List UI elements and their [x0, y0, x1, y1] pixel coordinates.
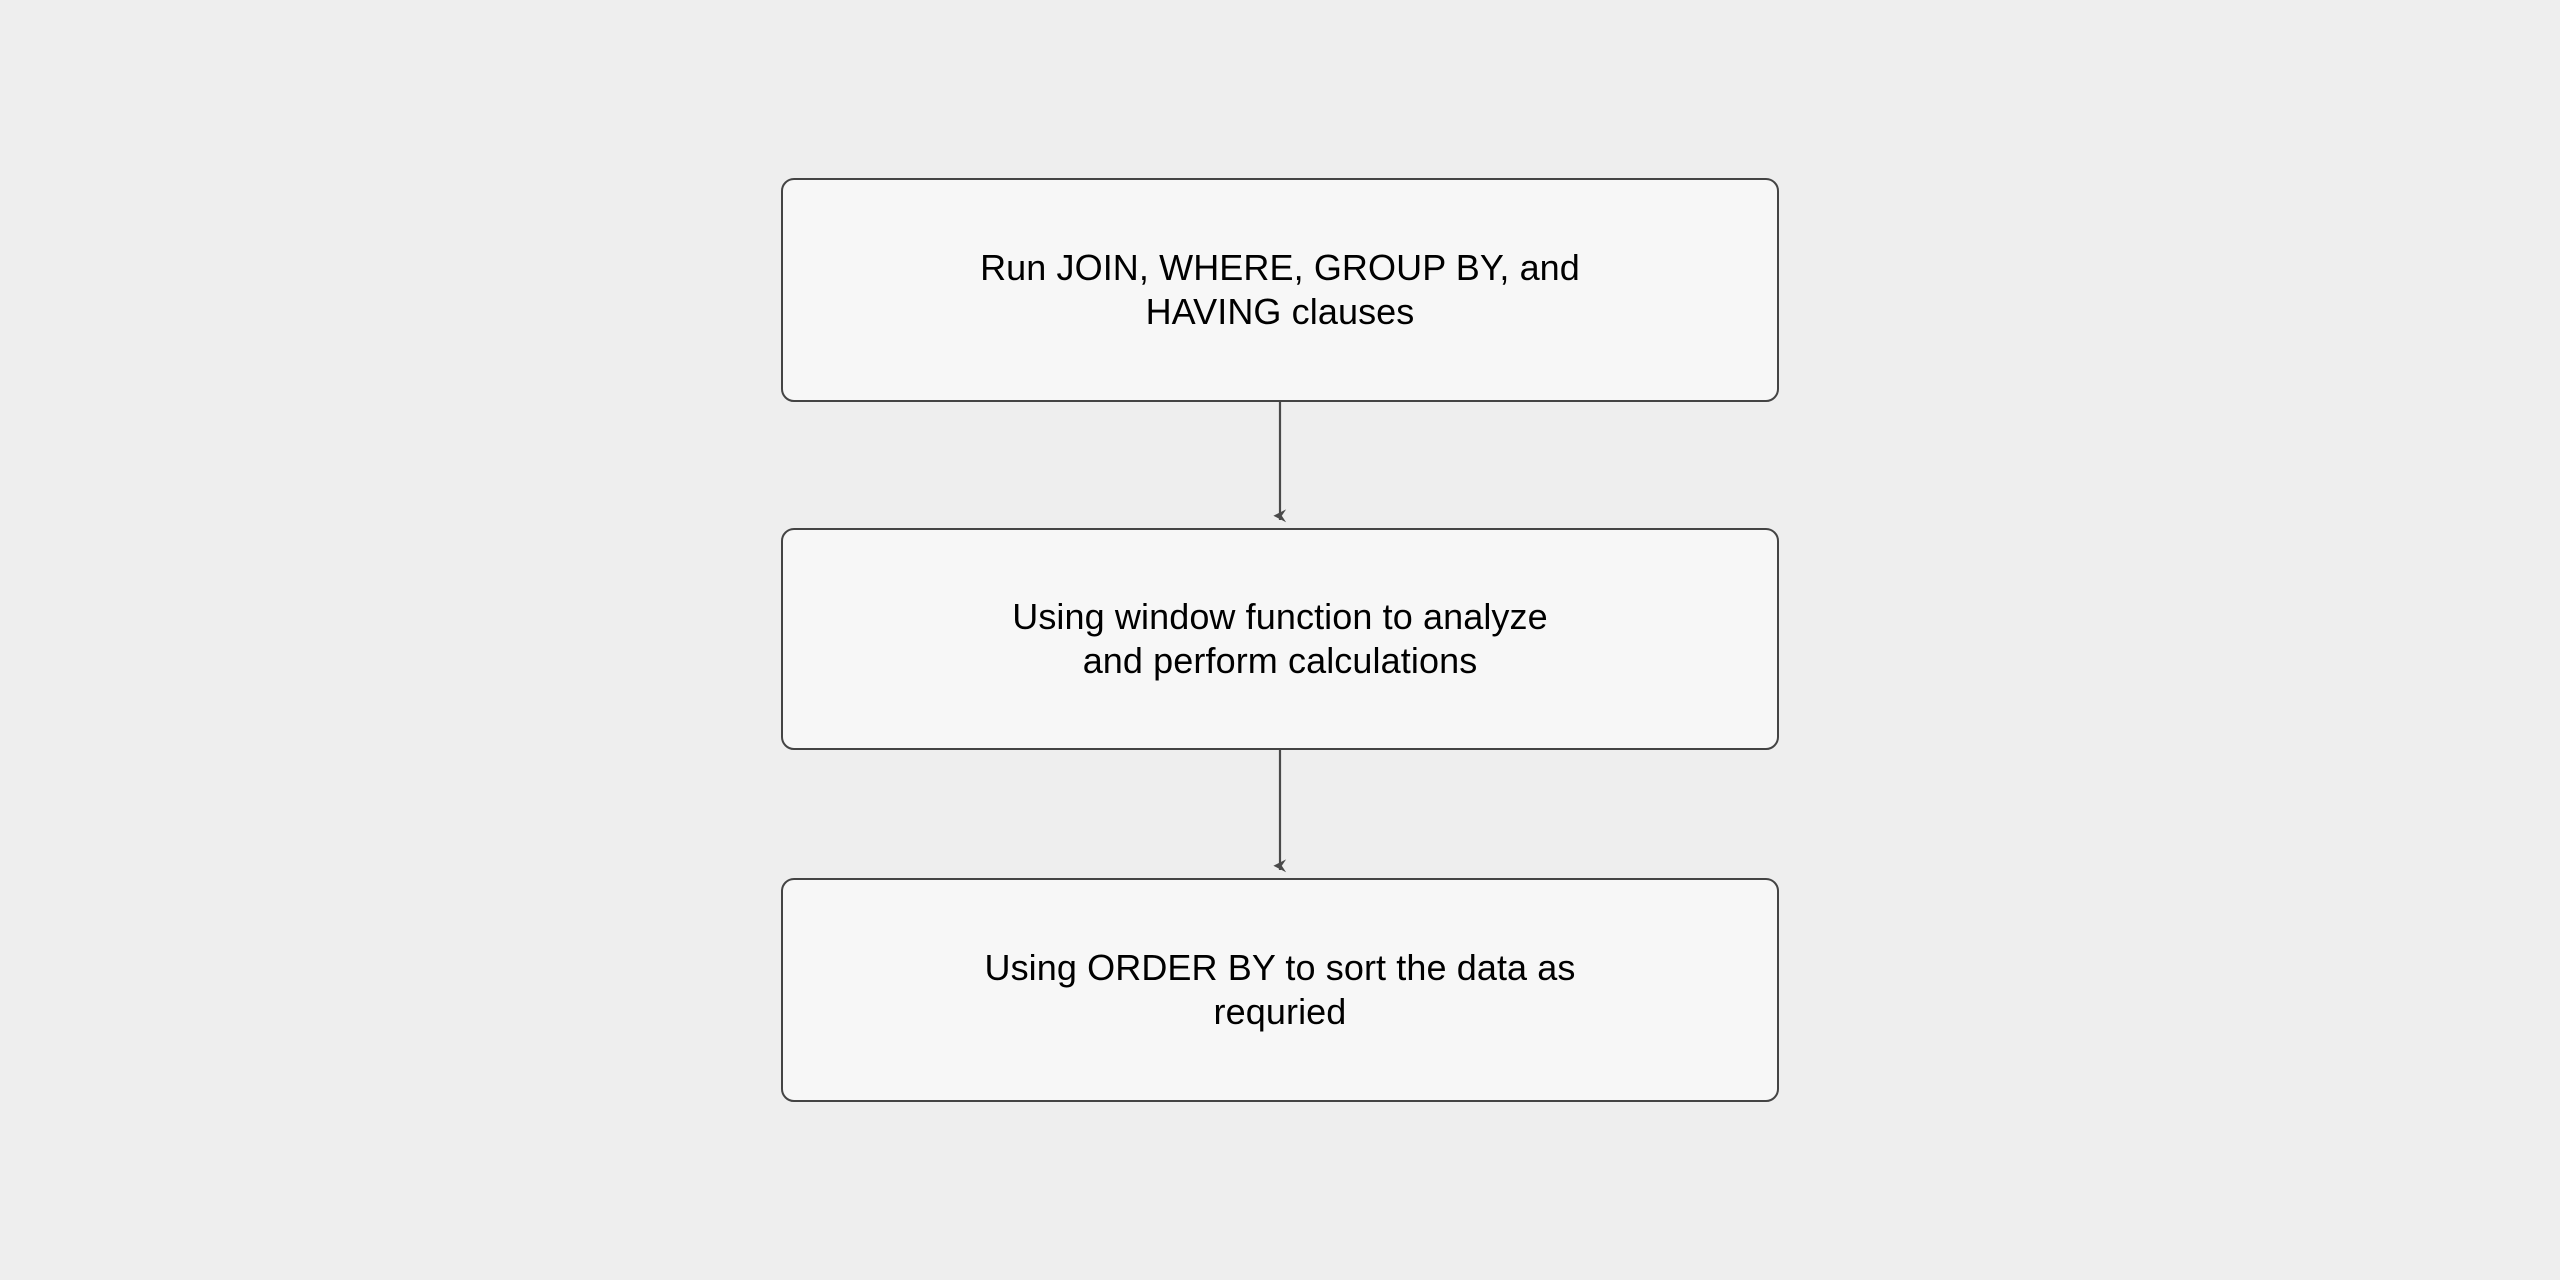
flow-node-run-clauses[interactable]: Run JOIN, WHERE, GROUP BY, and HAVING cl…: [781, 178, 1779, 402]
flow-node-label: Run JOIN, WHERE, GROUP BY, and HAVING cl…: [980, 247, 1580, 332]
flow-node-label: Using ORDER BY to sort the data as requr…: [984, 947, 1576, 1032]
flow-node-order-by[interactable]: Using ORDER BY to sort the data as requr…: [781, 878, 1779, 1102]
flow-node-label: Using window function to analyze and per…: [1012, 596, 1548, 681]
flow-node-window-function[interactable]: Using window function to analyze and per…: [781, 528, 1779, 750]
